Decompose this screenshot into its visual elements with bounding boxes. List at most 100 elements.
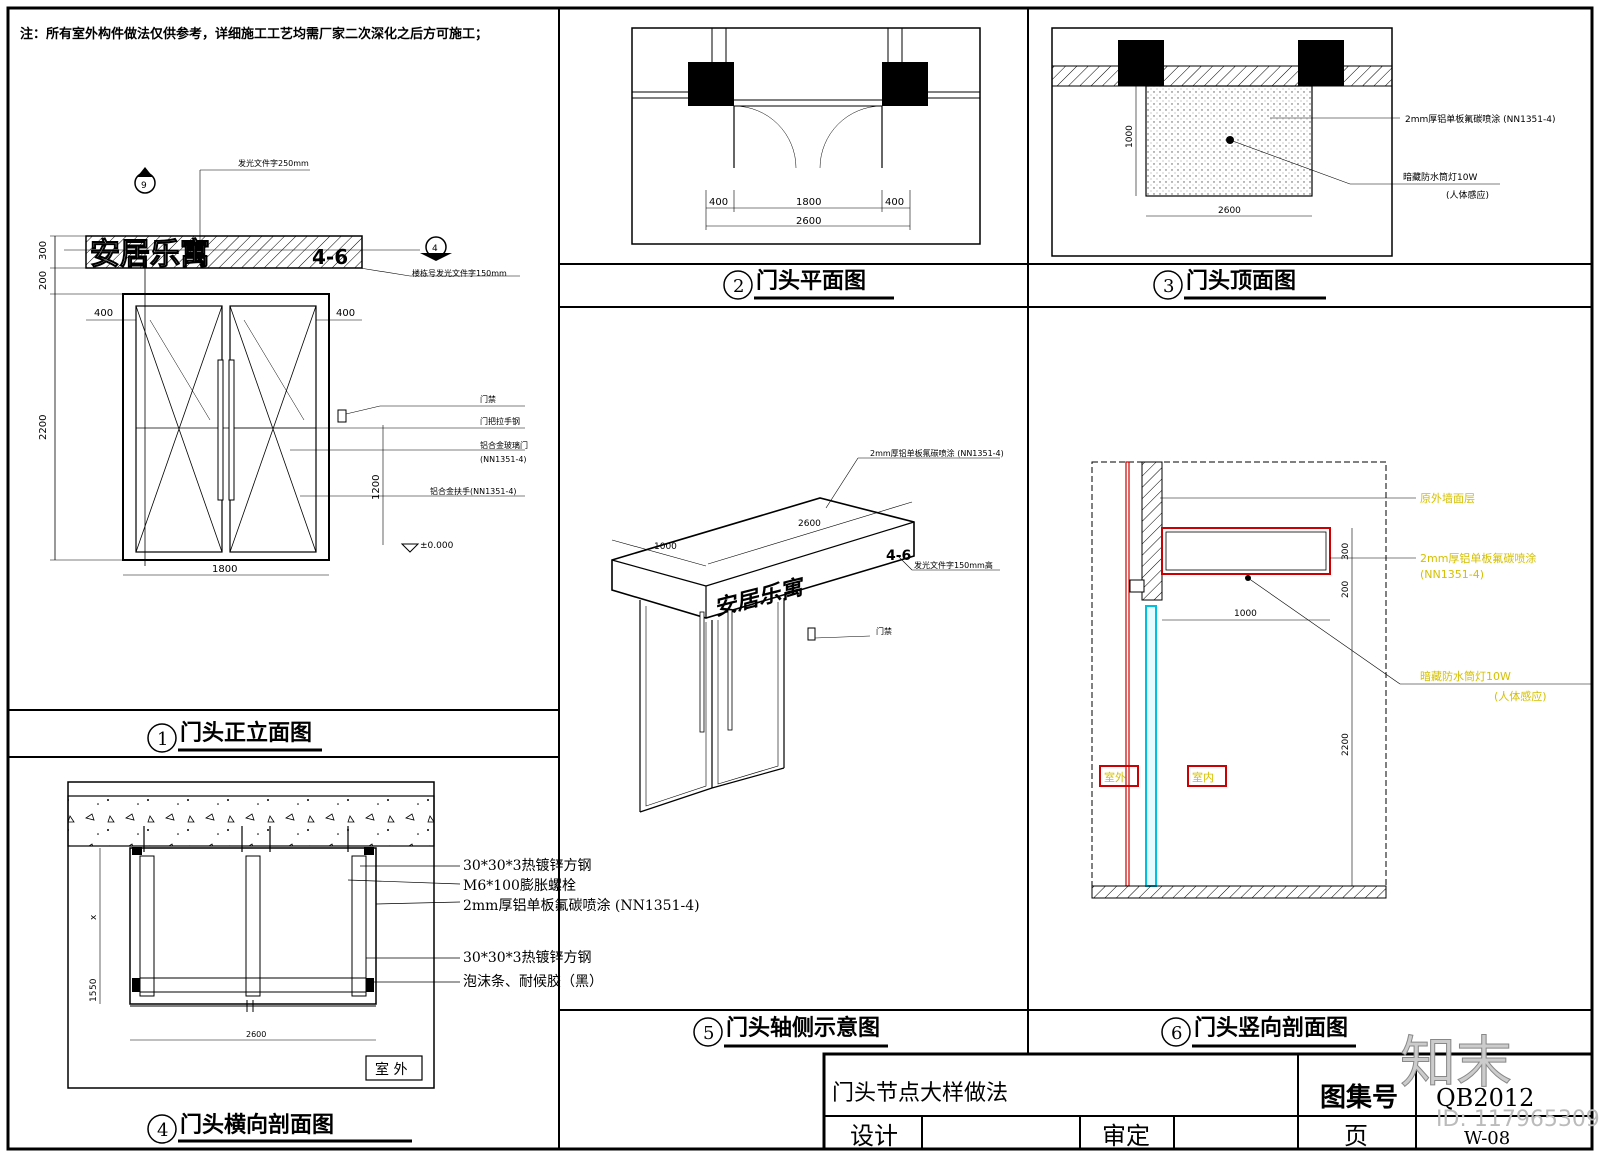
leader-access: 门禁 <box>480 394 496 404</box>
panel-5-num: 5 <box>703 1023 714 1044</box>
dim-2600: 2600 <box>246 1030 266 1039</box>
axo-sign-number: 4-6 <box>886 548 911 564</box>
dim-50: 50 <box>89 978 99 990</box>
leader-glass-door-code: (NN1351-4) <box>480 455 527 464</box>
sign-band <box>85 235 363 269</box>
panel-5-axonometric: 安居乐寓 4-6 门禁 1000 2600 2mm厚铝单板氟碳喷涂 (NN135… <box>611 448 1004 813</box>
dim-2200: 2200 <box>38 415 49 440</box>
panel-6-vertical-section: 1000 300 200 2200 原外墙面层 2mm厚铝单板氟碳喷涂 (NN1… <box>1091 461 1592 899</box>
sheet-border <box>6 6 1594 1151</box>
vs-dim-300: 300 <box>1341 543 1351 560</box>
outdoor-tag: 室 外 <box>375 1061 407 1078</box>
axo-access-reader <box>807 627 816 641</box>
panel-2-num: 2 <box>733 276 744 297</box>
vs-label-1: 原外墙面层 <box>1420 491 1475 505</box>
dim-x: x <box>89 914 99 920</box>
vs-label-3: (NN1351-4) <box>1420 568 1484 581</box>
brand-logo: 知末 <box>1400 1031 1512 1096</box>
panel-4-title: 门头横向剖面图 <box>180 1112 334 1138</box>
sign-label-bottom: 楼栋号发光文件字150mm <box>412 268 507 278</box>
sign-text: 安居乐寓 <box>90 237 210 272</box>
access-reader <box>337 409 347 423</box>
steel-frame <box>129 847 377 1005</box>
tb-page: 页 <box>1344 1122 1368 1150</box>
ceil-label-2: 暗藏防水筒灯10W <box>1403 171 1477 183</box>
sec-label-3: 2mm厚铝单板氟碳喷涂 (NN1351-4) <box>463 898 700 914</box>
panel-3-ceiling: 1000 2600 2mm厚铝单板氟碳喷涂 (NN1351-4) 暗藏防水筒灯1… <box>1051 27 1556 257</box>
tag-outdoor: 室外 <box>1104 770 1126 784</box>
panel-3-num: 3 <box>1163 276 1174 297</box>
dim-1200: 1200 <box>371 475 382 500</box>
column-left <box>688 62 734 106</box>
ceiling-column-left <box>1118 40 1164 86</box>
panel-1-num: 1 <box>157 729 168 750</box>
canopy-box <box>1161 527 1331 575</box>
vs-dim-2200: 2200 <box>1341 733 1351 756</box>
panel-3-title: 门头顶面图 <box>1186 268 1296 294</box>
dim-200: 200 <box>38 271 49 290</box>
dim-400-left: 400 <box>94 308 113 319</box>
plan-dim-2600: 2600 <box>796 216 821 227</box>
glass-door <box>1145 605 1157 887</box>
plan-dim-400-right: 400 <box>885 197 904 208</box>
door-handle-right <box>228 359 235 501</box>
tb-name: 门头节点大样做法 <box>832 1081 1008 1106</box>
tb-review: 审定 <box>1102 1122 1150 1150</box>
ceiling-column-right <box>1298 40 1344 86</box>
level-mark: ±0.000 <box>420 541 454 551</box>
panel-6-num: 6 <box>1171 1023 1182 1044</box>
panel-2-plan: 400 1800 400 2600 <box>631 27 981 245</box>
ceil-dim-1000: 1000 <box>1125 125 1135 148</box>
leader-rail: 铝合金扶手(NN1351-4) <box>430 486 517 496</box>
dim-1800: 1800 <box>212 564 237 575</box>
sec-label-5: 泡沫条、耐候胶（黑） <box>463 973 603 990</box>
panel-4-num: 4 <box>157 1120 168 1141</box>
slab <box>67 795 435 847</box>
panel-6-title: 门头竖向剖面图 <box>1194 1015 1348 1041</box>
title-block: 门头节点大样做法 图集号 QB2012 设计 审定 页 W-08 <box>822 1052 1594 1151</box>
marker-right: 4 <box>432 244 438 254</box>
ceil-label-1: 2mm厚铝单板氟碳喷涂 (NN1351-4) <box>1405 113 1556 125</box>
sec-label-1: 30*30*3热镀锌方钢 <box>463 857 592 874</box>
tb-page-value: W-08 <box>1464 1128 1510 1149</box>
marker-top: 9 <box>141 181 147 191</box>
ceil-dim-2600: 2600 <box>1218 206 1241 216</box>
panel-1-title: 门头正立面图 <box>180 720 312 746</box>
column-right <box>882 62 928 106</box>
dim-15: 15 <box>89 991 99 1002</box>
axo-label-num: 发光文件字150mm高 <box>914 560 993 570</box>
panel-4-section: x 50 15 2600 室 外 30*30*3热镀锌方钢 M6*100膨胀螺栓… <box>67 781 700 1089</box>
leader-handle: 门把拉手钢 <box>480 416 520 426</box>
door-frame <box>122 293 330 561</box>
axo-label-door: 门禁 <box>876 626 892 636</box>
dim-400-right: 400 <box>336 308 355 319</box>
panel-2-title: 门头平面图 <box>756 268 866 294</box>
tb-atlas-value: QB2012 <box>1436 1084 1534 1112</box>
plan-dim-400-left: 400 <box>709 197 728 208</box>
axo-canopy <box>611 497 915 619</box>
sec-label-2: M6*100膨胀螺栓 <box>463 877 576 894</box>
vs-dim-1000: 1000 <box>1234 609 1257 619</box>
sign-label-top: 发光文件字250mm <box>238 158 309 168</box>
axo-dim-2600: 2600 <box>798 519 821 529</box>
axo-label-top: 2mm厚铝单板氟碳喷涂 (NN1351-4) <box>870 448 1004 458</box>
brand-id: ID: 1179653093 <box>1436 1107 1600 1132</box>
door-handle-left <box>217 359 224 501</box>
panel-5-title: 门头轴侧示意图 <box>726 1015 880 1041</box>
tb-design: 设计 <box>850 1122 898 1150</box>
vs-label-5: (人体感应) <box>1494 689 1547 703</box>
dim-300: 300 <box>38 241 49 260</box>
leader-glass-door: 铝合金玻璃门 <box>480 440 528 450</box>
tag-indoor: 室内 <box>1192 770 1214 784</box>
ceil-label-3: (人体感应) <box>1446 189 1489 201</box>
vs-dim-200: 200 <box>1341 581 1351 598</box>
panel-1-elevation: 安居乐寓 4-6 300 200 2200 400 400 1800 1200 <box>38 158 528 576</box>
sec-label-4: 30*30*3热镀锌方钢 <box>463 949 592 966</box>
vs-label-4: 暗藏防水筒灯10W <box>1420 669 1511 683</box>
axo-dim-1000: 1000 <box>654 542 677 552</box>
tb-atlas-label: 图集号 <box>1320 1082 1398 1113</box>
vs-label-2: 2mm厚铝单板氟碳喷涂 <box>1420 551 1536 565</box>
sign-number: 4-6 <box>312 245 348 269</box>
sheet-note: 注：所有室外构件做法仅供参考，详细施工工艺均需厂家二次深化之后方可施工； <box>20 26 488 42</box>
